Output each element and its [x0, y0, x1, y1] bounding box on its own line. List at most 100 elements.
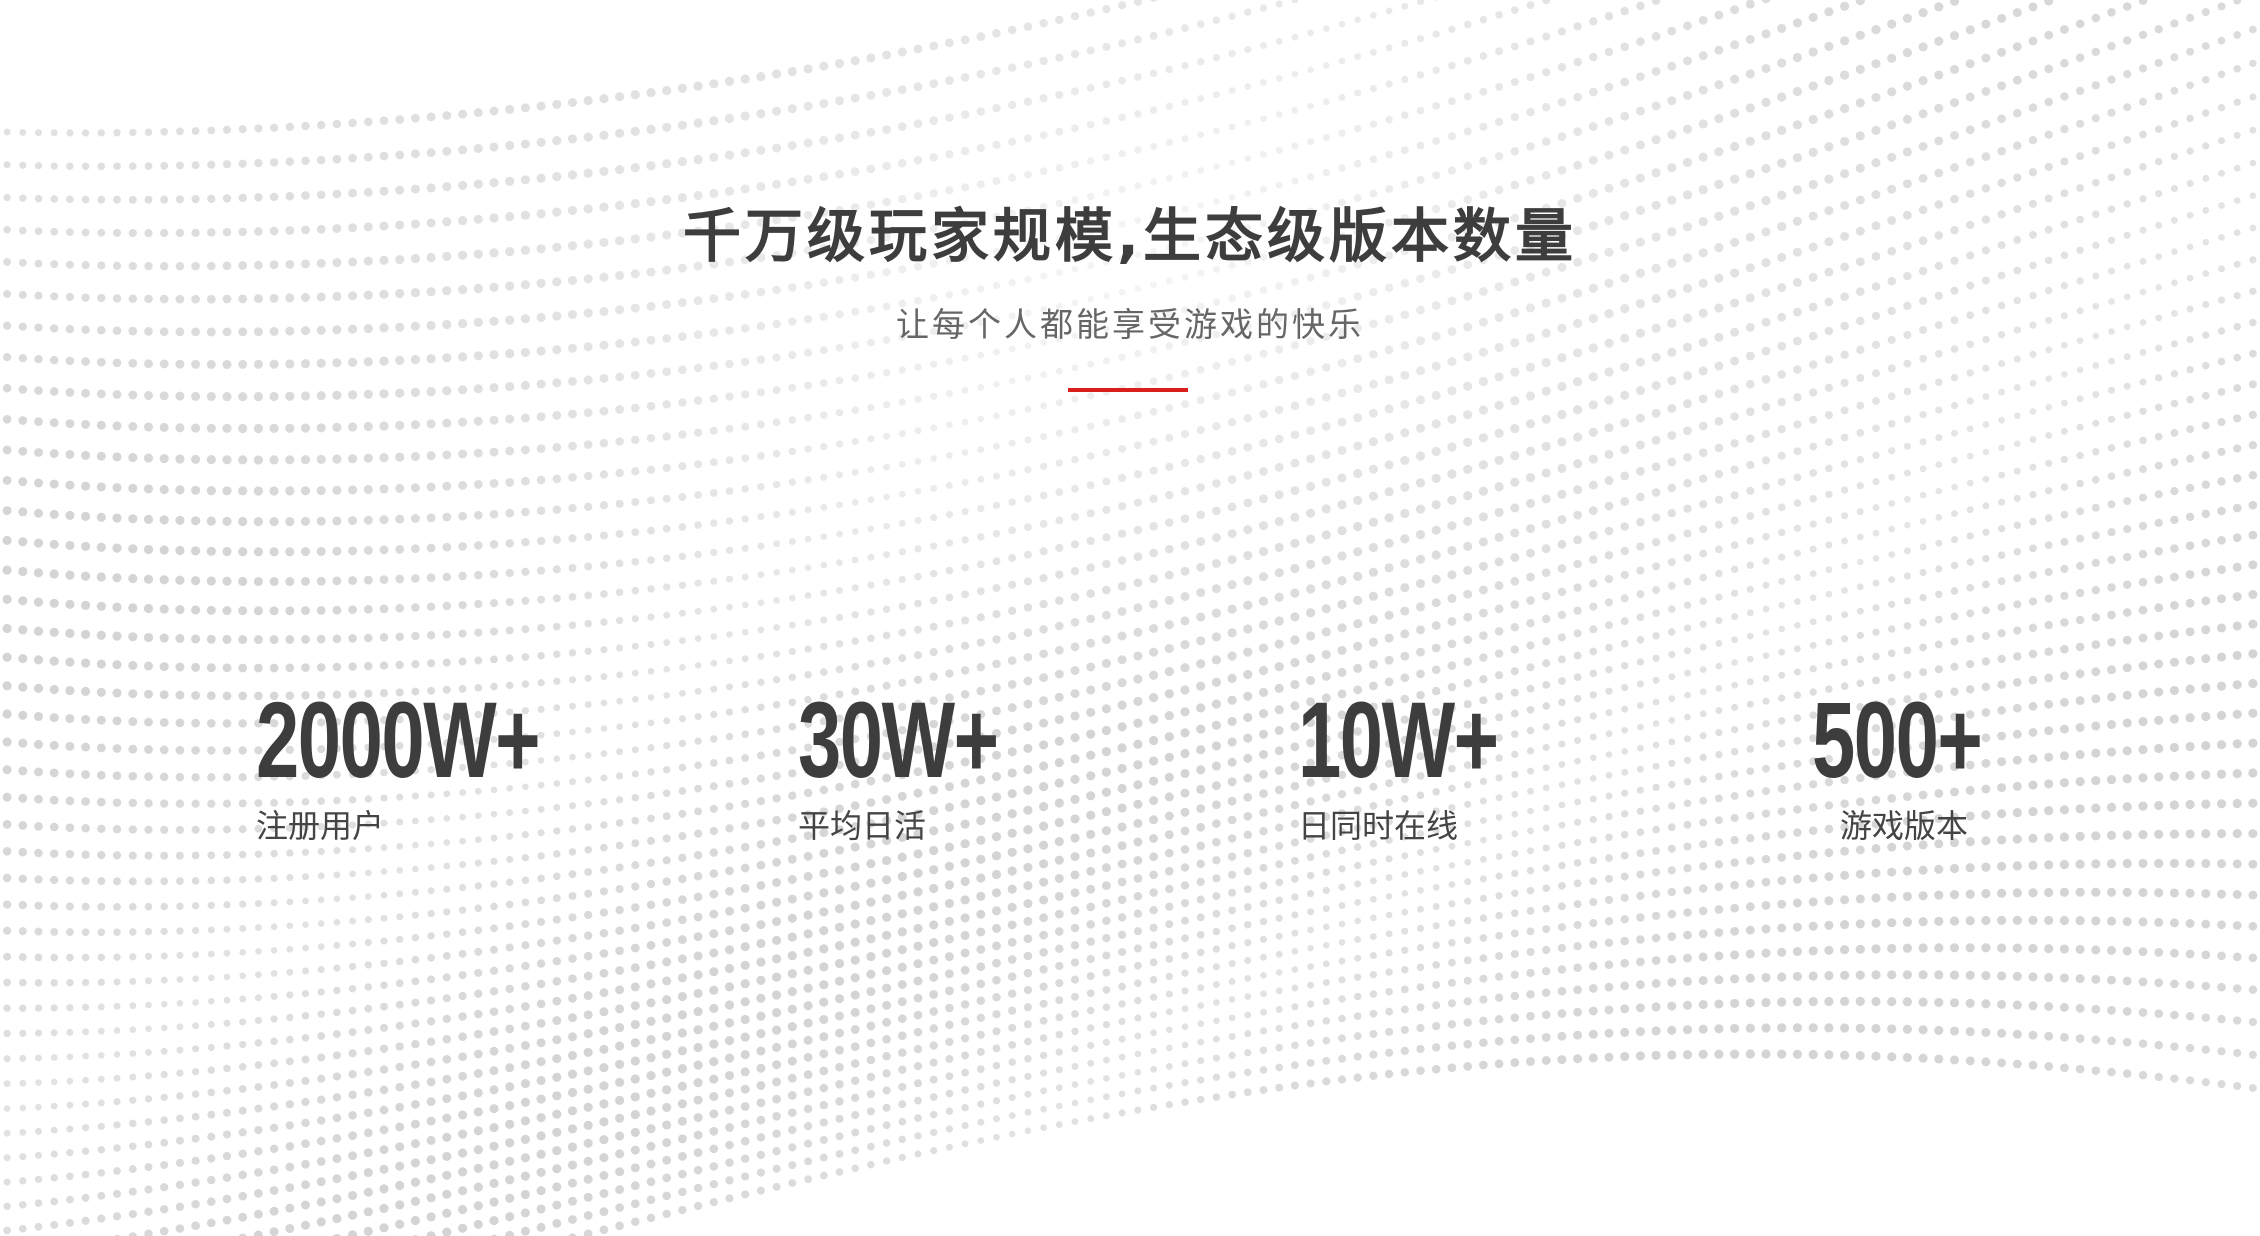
background-dot: [850, 973, 860, 983]
background-dot: [144, 799, 153, 808]
background-dot: [1951, 456, 1958, 464]
background-dot: [1730, 813, 1739, 823]
background-dot: [583, 308, 593, 318]
background-dot: [1415, 478, 1426, 488]
background-dot: [489, 415, 499, 425]
background-dot: [724, 150, 735, 160]
background-dot: [1024, 241, 1032, 249]
background-dot: [662, 367, 672, 377]
background-dot: [992, 958, 1001, 968]
background-dot: [301, 1076, 310, 1085]
background-dot: [787, 104, 797, 114]
background-dot: [898, 460, 906, 468]
background-dot: [1541, 591, 1551, 601]
background-dot: [1479, 653, 1488, 662]
background-dot: [756, 388, 765, 397]
background-dot: [1008, 526, 1017, 535]
background-dot: [1604, 574, 1614, 584]
background-dot: [898, 366, 907, 374]
background-dot: [1699, 643, 1707, 651]
background-dot: [1792, 52, 1802, 63]
background-dot: [694, 460, 703, 469]
background-dot: [349, 917, 357, 925]
background-dot: [1574, 778, 1581, 785]
background-dot: [725, 886, 734, 896]
background-dot: [301, 259, 310, 269]
background-dot: [835, 640, 844, 648]
background-dot: [1431, 500, 1441, 510]
background-dot: [270, 1081, 279, 1089]
background-dot: [630, 370, 640, 380]
background-dot: [285, 326, 295, 336]
background-dot: [207, 746, 216, 755]
background-dot: [1164, 752, 1174, 762]
background-dot: [1965, 92, 1975, 102]
background-dot: [1133, 837, 1143, 847]
background-dot: [756, 420, 765, 429]
background-dot: [1762, 532, 1770, 541]
background-dot: [1244, 190, 1252, 197]
background-dot: [552, 172, 562, 182]
background-dot: [1652, 632, 1660, 640]
background-dot: [521, 941, 530, 950]
background-dot: [1274, 726, 1284, 735]
background-dot: [269, 391, 279, 402]
background-dot: [1746, 632, 1754, 640]
background-dot: [1101, 635, 1111, 645]
background-dot: [1181, 338, 1189, 346]
background-dot: [300, 423, 311, 433]
background-dot: [913, 868, 923, 878]
background-dot: [1180, 899, 1190, 908]
background-dot: [772, 857, 781, 867]
background-dot: [112, 421, 122, 431]
background-dot: [756, 355, 766, 364]
background-dot: [914, 487, 922, 495]
background-dot: [1855, 163, 1865, 173]
background-dot: [583, 971, 593, 981]
background-dot: [663, 665, 671, 673]
background-dot: [820, 589, 828, 597]
background-dot: [1950, 662, 1959, 671]
background-dot: [583, 440, 593, 449]
background-dot: [65, 599, 75, 610]
background-dot: [96, 601, 106, 611]
background-dot: [222, 194, 232, 203]
background-dot: [1478, 460, 1488, 470]
background-dot: [145, 977, 152, 985]
background-dot: [756, 217, 766, 227]
background-dot: [1636, 658, 1645, 666]
background-dot: [678, 332, 687, 341]
background-dot: [333, 918, 341, 926]
background-dot: [489, 106, 499, 116]
background-dot: [710, 577, 718, 585]
background-dot: [49, 355, 59, 365]
background-dot: [929, 41, 939, 51]
background-dot: [129, 128, 137, 137]
background-dot: [976, 587, 985, 596]
background-dot: [2028, 623, 2038, 632]
background-dot: [1384, 314, 1394, 324]
background-dot: [882, 161, 891, 171]
background-dot: [1510, 396, 1520, 406]
background-dot: [583, 168, 593, 178]
background-dot: [882, 302, 891, 311]
background-dot: [50, 1126, 58, 1134]
background-dot: [1620, 6, 1629, 16]
background-dot: [2169, 657, 2179, 667]
background-dot: [757, 652, 765, 660]
background-dot: [1792, 185, 1802, 195]
background-dot: [1589, 647, 1598, 656]
background-dot: [2232, 621, 2242, 631]
background-dot: [395, 483, 405, 493]
background-dot: [1338, 232, 1346, 241]
background-dot: [364, 916, 372, 924]
background-dot: [992, 472, 1001, 480]
background-dot: [2154, 575, 2164, 584]
background-dot: [458, 1071, 468, 1081]
background-dot: [1416, 625, 1425, 635]
background-dot: [1102, 224, 1110, 232]
background-dot: [741, 655, 749, 663]
background-dot: [50, 953, 59, 962]
background-dot: [773, 624, 781, 631]
background-dot: [2139, 378, 2147, 386]
